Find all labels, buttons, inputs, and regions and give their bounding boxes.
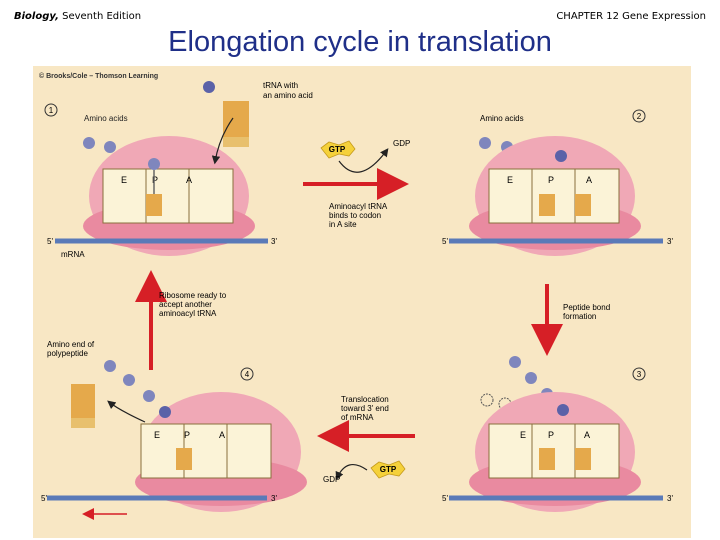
site-label-p: P <box>548 430 554 440</box>
arrow-trna-in <box>211 117 234 165</box>
peptide-ball <box>509 356 521 368</box>
label-translocation-1: Translocation <box>341 395 389 404</box>
label-3prime-4: 3' <box>271 494 277 503</box>
gtp-binding-step: GTP GDP Aminoacyl tRNA binds to codon in… <box>303 139 410 229</box>
label-amino-acids-2: Amino acids <box>480 114 524 123</box>
incoming-trna <box>223 101 249 137</box>
book-edition: Seventh Edition <box>62 11 142 22</box>
label-5prime-2: 5' <box>442 237 448 246</box>
trna-a-site <box>575 194 591 216</box>
site-label-e: E <box>520 430 526 440</box>
label-aminoacyl-3: in A site <box>329 220 357 229</box>
site-label-p: P <box>548 175 554 185</box>
gtp-burst-2 <box>370 460 406 479</box>
label-amino-end-1: Amino end of <box>47 340 95 349</box>
step-circle-3 <box>632 367 646 381</box>
site-label-p: P <box>184 430 190 440</box>
elongation-diagram: © Brooks/Cole – Thomson Learning 1 Amino… <box>39 72 673 520</box>
ghost-ball <box>480 393 494 407</box>
peptide-ball <box>148 158 160 170</box>
step-circle-2 <box>632 109 646 123</box>
label-ribosome-ready-1: Ribosome ready to <box>159 291 227 300</box>
label-ribosome-ready-2: accept another <box>159 300 212 309</box>
label-ribosome-ready-3: aminoacyl tRNA <box>159 309 217 318</box>
site-label-e: E <box>121 175 127 185</box>
amino-acid-ball <box>104 141 116 153</box>
incoming-trna-anticodon <box>223 137 249 147</box>
step-circle-4 <box>240 367 254 381</box>
label-aminoacyl-1: Aminoacyl tRNA <box>329 202 388 211</box>
book-title: Biology, <box>14 11 59 22</box>
label-peptide-bond-1: Peptide bond <box>563 303 610 312</box>
gtp-burst-1 <box>320 140 356 159</box>
label-peptide-bond-2: formation <box>563 312 596 321</box>
exiting-trna <box>71 384 95 418</box>
step-number-4: 4 <box>245 370 250 379</box>
peptide-ball <box>123 374 135 386</box>
site-label-a: A <box>586 175 592 185</box>
gtp-translocation-step: Translocation toward 3' end of mRNA GTP … <box>317 395 415 484</box>
label-mrna: mRNA <box>61 250 85 259</box>
label-translocation-2: toward 3' end <box>341 404 389 413</box>
label-amino-end-2: polypeptide <box>47 349 88 358</box>
label-3prime-2: 3' <box>667 237 673 246</box>
site-label-e: E <box>507 175 513 185</box>
panel-3: 3 E P A 5' 3' <box>442 356 673 512</box>
site-label-e: E <box>154 430 160 440</box>
peptide-ball <box>557 404 569 416</box>
arrow-trna-out <box>107 400 146 423</box>
label-gdp-1: GDP <box>393 139 410 148</box>
label-aminoacyl-2: binds to codon <box>329 211 381 220</box>
peptide-ball <box>159 406 171 418</box>
label-trna-with-aa-2: an amino acid <box>263 91 313 100</box>
label-5prime-3: 5' <box>442 494 448 503</box>
panel-1: 1 Amino acids E P A tRNA with an amino a… <box>44 81 313 259</box>
trna-p-site <box>539 194 555 216</box>
label-3prime-3: 3' <box>667 494 673 503</box>
label-gtp-2: GTP <box>380 465 397 474</box>
peptide-ball <box>104 360 116 372</box>
label-3prime-1: 3' <box>271 237 277 246</box>
trna-p-site <box>146 194 162 216</box>
panel-4: 4 Amino end of polypeptide E P A 5' 3' <box>41 340 307 520</box>
step-number-3: 3 <box>637 370 642 379</box>
label-gtp-1: GTP <box>329 145 346 154</box>
amino-acid-ball <box>479 137 491 149</box>
trna-p-site <box>539 448 555 470</box>
label-5prime-1: 5' <box>47 237 53 246</box>
translation-figure: © Brooks/Cole – Thomson Learning 1 Amino… <box>33 66 691 538</box>
label-gdp-2: GDP <box>323 475 340 484</box>
peptide-ball <box>143 390 155 402</box>
step-number-2: 2 <box>637 112 642 121</box>
ribosome-sites <box>140 423 272 479</box>
amino-acid-a-site <box>555 150 567 162</box>
site-label-p: P <box>152 175 158 185</box>
site-label-a: A <box>584 430 590 440</box>
label-amino-acids-1: Amino acids <box>84 114 128 123</box>
trna-amino-acid <box>203 81 215 93</box>
trna-a-site <box>575 448 591 470</box>
label-translocation-3: of mRNA <box>341 413 374 422</box>
ribosome-sites <box>102 168 234 224</box>
arrow-gtp-to-gdp-2 <box>335 463 368 481</box>
copyright-text: © Brooks/Cole – Thomson Learning <box>39 72 158 80</box>
label-5prime-4: 5' <box>41 494 47 503</box>
chapter-header: CHAPTER 12 Gene Expression <box>556 11 706 22</box>
panel-2: 2 Amino acids E P A 5' 3' <box>442 109 673 256</box>
step-circle-1 <box>44 103 58 117</box>
peptide-ball <box>525 372 537 384</box>
arrow-gtp-to-gdp-1 <box>338 148 389 173</box>
site-label-a: A <box>219 430 225 440</box>
exiting-trna-anticodon <box>71 418 95 428</box>
page-title: Elongation cycle in translation <box>168 26 552 58</box>
trna-p-site <box>176 448 192 470</box>
amino-acid-ball <box>83 137 95 149</box>
step-number-1: 1 <box>49 106 54 115</box>
label-trna-with-aa-1: tRNA with <box>263 81 298 90</box>
site-label-a: A <box>186 175 192 185</box>
book-header: Biology, Seventh Edition <box>14 11 141 22</box>
